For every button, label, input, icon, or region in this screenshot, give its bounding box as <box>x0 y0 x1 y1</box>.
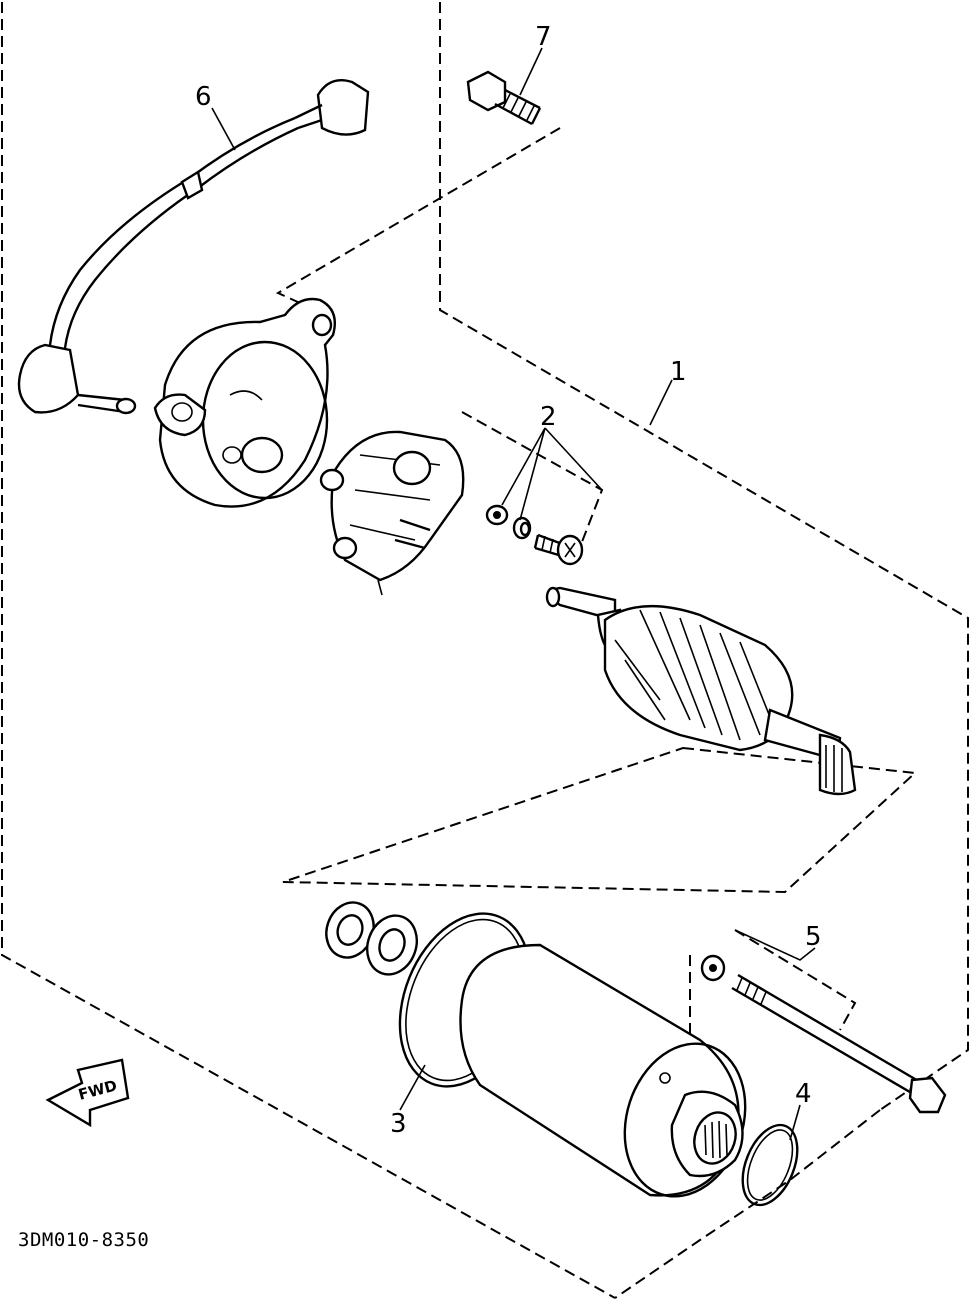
callout-2: 2 <box>540 402 557 432</box>
yoke-housing <box>459 943 747 1198</box>
lead-wire-part-6 <box>17 78 370 415</box>
callout-7: 7 <box>535 22 552 52</box>
callout-3: 3 <box>390 1109 407 1139</box>
armature <box>545 586 857 796</box>
brush-holder <box>319 430 465 596</box>
fwd-arrow: FWD <box>45 1058 130 1128</box>
shim-washers <box>325 901 418 976</box>
through-bolt-part-5 <box>700 954 947 1114</box>
callout-5: 5 <box>805 922 822 952</box>
callout-6: 6 <box>195 82 212 112</box>
callout-1: 1 <box>670 357 687 387</box>
callout-4: 4 <box>795 1079 812 1109</box>
leader-lines <box>211 47 816 1141</box>
screw-set-part-2 <box>485 504 584 566</box>
part-code: 3DM010-8350 <box>18 1229 149 1251</box>
o-ring-part-4 <box>741 1123 799 1207</box>
bolt-part-7 <box>466 70 542 126</box>
callouts: 7 6 1 2 5 3 4 <box>195 22 822 1139</box>
rear-cover <box>153 297 337 508</box>
